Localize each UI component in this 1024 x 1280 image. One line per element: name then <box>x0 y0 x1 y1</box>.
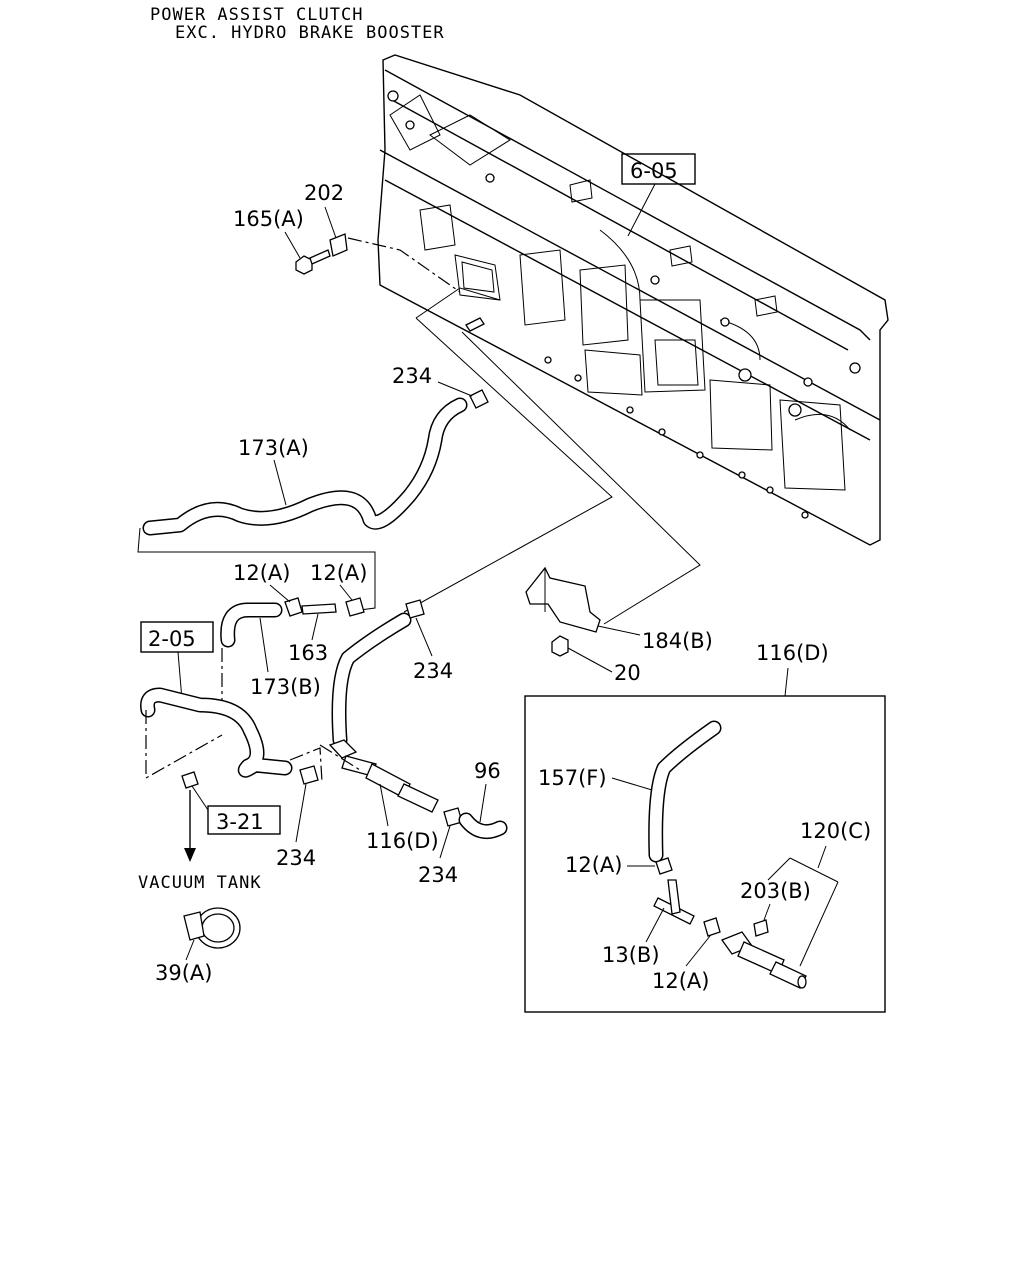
hose-96 <box>458 812 508 840</box>
tee-13b <box>653 879 695 925</box>
callout-234-mid: 234 <box>413 659 453 683</box>
callout-96: 96 <box>474 759 501 783</box>
clamp-12a-right <box>345 597 365 617</box>
callout-234-low-right: 234 <box>418 863 458 887</box>
callout-234-top: 234 <box>392 364 432 388</box>
callout-234-low-left: 234 <box>276 846 316 870</box>
callout-120c: 120(C) <box>800 819 871 843</box>
callout-12a-right: 12(A) <box>310 561 367 585</box>
vacuum-tank-label: VACUUM TANK <box>138 873 262 893</box>
clamp-234-top <box>469 389 489 409</box>
callout-203b: 203(B) <box>740 879 811 903</box>
hose-assembly-2-05 <box>140 687 293 778</box>
ref-box-2-05 <box>140 621 214 653</box>
ref-6-05-label: 6-05 <box>630 159 678 183</box>
title-line-1: POWER ASSIST CLUTCH <box>150 5 363 25</box>
detail-box-116d <box>524 695 886 1013</box>
ref-2-05-label: 2-05 <box>148 627 196 651</box>
hose-173b <box>220 602 283 648</box>
nut-20 <box>551 635 569 657</box>
callout-39a: 39(A) <box>155 961 212 985</box>
callout-12a-left: 12(A) <box>233 561 290 585</box>
ref-box-3-21 <box>207 805 281 835</box>
hose-173a <box>142 397 468 536</box>
callout-163: 163 <box>288 641 328 665</box>
callout-116d-top: 116(D) <box>756 641 829 665</box>
ref-box-6-05 <box>621 153 696 185</box>
callout-157f: 157(F) <box>538 766 607 790</box>
hose-116d-assembly <box>328 612 439 813</box>
callout-184b: 184(B) <box>642 629 713 653</box>
fitting-3-21 <box>181 771 199 789</box>
ref-3-21-label: 3-21 <box>216 810 264 834</box>
callout-20: 20 <box>614 661 641 685</box>
connector-163 <box>301 603 337 615</box>
callout-12a-box2: 12(A) <box>652 969 709 993</box>
callout-173b: 173(B) <box>250 675 321 699</box>
clamp-12a-box1 <box>655 857 673 875</box>
bolt-203b <box>753 919 769 937</box>
clamp-12a-left <box>284 597 303 617</box>
hose-157f <box>648 720 722 863</box>
callout-173a: 173(A) <box>238 436 309 460</box>
clamp-12a-box2 <box>703 917 721 937</box>
callout-116d-low: 116(D) <box>366 829 439 853</box>
callout-12a-box1: 12(A) <box>565 853 622 877</box>
pipe-120c <box>720 931 807 989</box>
clamp-234-mid <box>405 599 425 619</box>
bolt-165a <box>295 249 331 275</box>
clamp-234-low-left <box>299 765 319 785</box>
clamp-39a <box>183 907 241 949</box>
dashboard-panel <box>377 54 889 546</box>
gasket-202 <box>329 233 348 257</box>
callout-165a: 165(A) <box>233 207 304 231</box>
callout-202: 202 <box>304 181 344 205</box>
callout-13b: 13(B) <box>602 943 660 967</box>
title-line-2: EXC. HYDRO BRAKE BOOSTER <box>175 23 445 43</box>
bracket-184b <box>525 566 601 633</box>
